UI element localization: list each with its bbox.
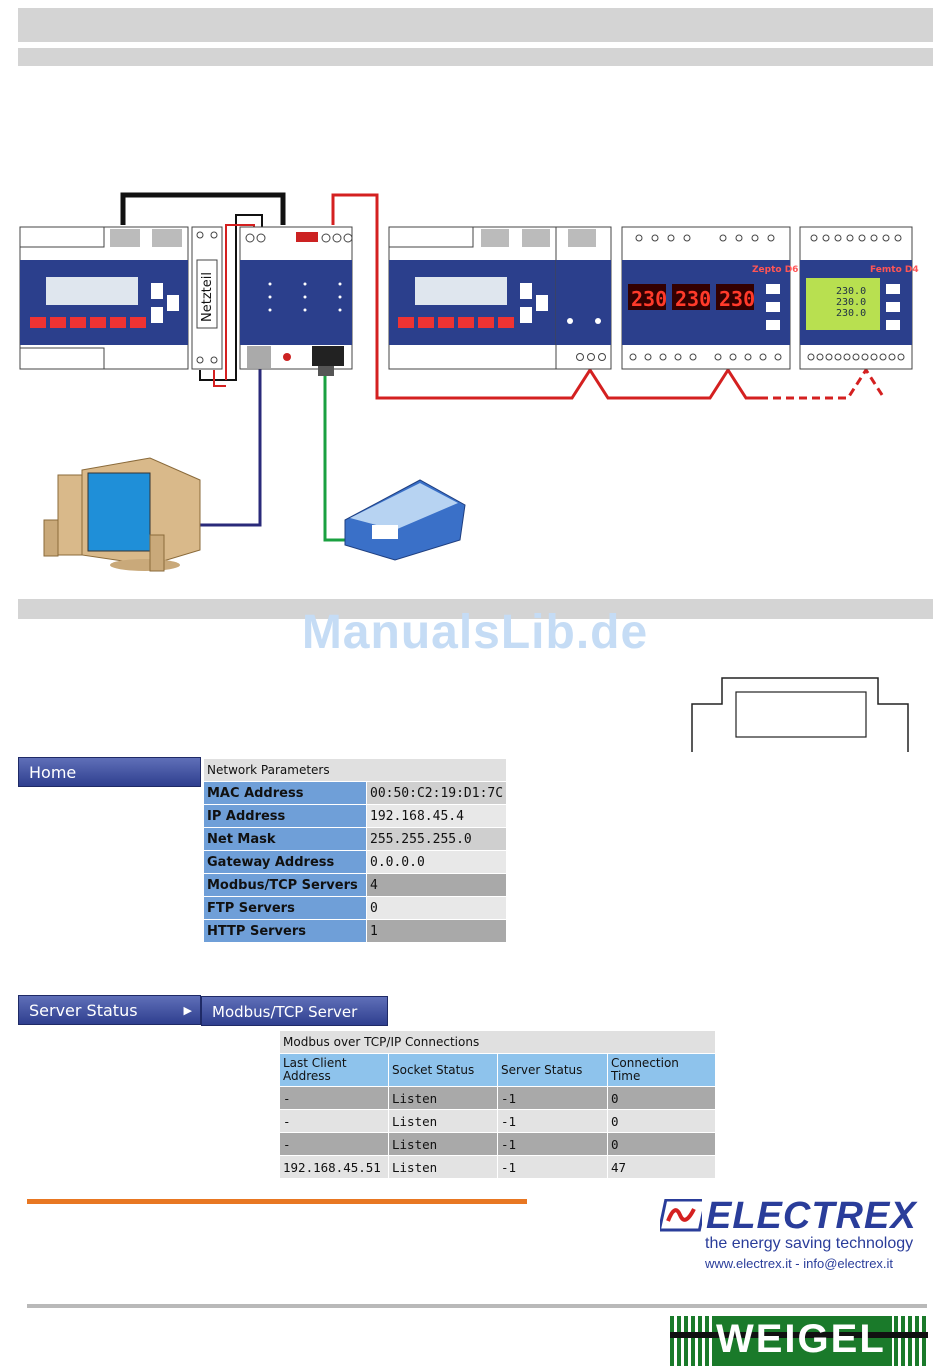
electrex-name: ELECTREX <box>706 1195 917 1237</box>
cell: 192.168.45.51 <box>279 1155 389 1179</box>
param-label: HTTP Servers <box>203 919 367 943</box>
cell: - <box>279 1132 389 1156</box>
param-label: IP Address <box>203 804 367 828</box>
zepto-display-3: 230 <box>719 287 755 311</box>
power-supply: Netzteil <box>191 226 223 370</box>
column-header-text: Connection Time <box>611 1056 679 1083</box>
orange-divider <box>27 1199 527 1204</box>
cell: - <box>279 1086 389 1110</box>
cell: -1 <box>497 1132 608 1156</box>
wiring-diagram: Netzteil <box>19 192 919 572</box>
cell: -1 <box>497 1086 608 1110</box>
param-value: 0 <box>365 896 508 920</box>
zepto-display-2: 230 <box>675 287 711 311</box>
zepto-d6-device: Zepto D6 230 230 230 <box>621 226 798 370</box>
modbus-connections-table: Modbus over TCP/IP Connections Last Clie… <box>279 1030 716 1179</box>
section-bar <box>18 599 933 619</box>
cell: -1 <box>497 1109 608 1133</box>
cell: 0 <box>607 1109 716 1133</box>
zepto-label: Zepto D6 <box>752 265 798 275</box>
meter-device-2 <box>388 226 612 370</box>
modbus-connections-title: Modbus over TCP/IP Connections <box>279 1030 716 1054</box>
femto-line-1: 230.0 <box>836 286 866 297</box>
zepto-display-1: 230 <box>631 287 667 311</box>
home-menu-button[interactable]: Home <box>18 757 201 787</box>
column-header: Last Client Address <box>279 1053 389 1087</box>
femto-line-3: 230.0 <box>836 308 866 319</box>
connector-outline <box>691 677 909 752</box>
param-value: 255.255.255.0 <box>365 827 508 851</box>
computer-illustration <box>43 457 201 572</box>
electrex-website[interactable]: www.electrex.it - info@electrex.it <box>705 1256 894 1271</box>
column-header: Connection Time <box>607 1053 716 1087</box>
femto-d4-device: Femto D4 230.0 230.0 230.0 <box>799 226 919 370</box>
server-status-menu-button[interactable]: Server Status ▶ <box>18 995 201 1025</box>
param-value: 0.0.0.0 <box>365 850 508 874</box>
cell: 0 <box>607 1086 716 1110</box>
weigel-name: WEIGEL <box>716 1317 886 1361</box>
param-value: 1 <box>365 919 508 943</box>
column-header-text: Last Client Address <box>283 1056 347 1083</box>
column-header-text: Server Status <box>501 1062 583 1077</box>
subheader-bar <box>18 48 933 66</box>
param-value: 4 <box>365 873 508 897</box>
electrex-logo-icon <box>660 1199 702 1232</box>
param-label: Net Mask <box>203 827 367 851</box>
cell: - <box>279 1109 389 1133</box>
param-label: Modbus/TCP Servers <box>203 873 367 897</box>
weigel-logo <box>670 1316 928 1366</box>
psu-label: Netzteil <box>200 272 215 322</box>
electrex-tagline: the energy saving technology <box>705 1235 914 1252</box>
network-parameters-title: Network Parameters <box>202 758 508 782</box>
femto-label: Femto D4 <box>870 265 919 275</box>
param-label: MAC Address <box>203 781 367 805</box>
meter-device-1 <box>19 226 189 370</box>
cell: 0 <box>607 1132 716 1156</box>
watermark: ManualsLib.de <box>301 606 649 659</box>
param-value: 192.168.45.4 <box>365 804 508 828</box>
column-header: Socket Status <box>388 1053 498 1087</box>
param-label: Gateway Address <box>203 850 367 874</box>
cell: -1 <box>497 1155 608 1179</box>
column-header-text: Socket Status <box>392 1062 475 1077</box>
server-status-label: Server Status <box>29 1001 138 1020</box>
param-label: FTP Servers <box>203 896 367 920</box>
chevron-right-icon: ▶ <box>183 1004 192 1017</box>
cell: Listen <box>388 1132 498 1156</box>
gateway-device <box>239 226 353 376</box>
cell: Listen <box>388 1155 498 1179</box>
cell: Listen <box>388 1086 498 1110</box>
header-bar <box>18 8 933 42</box>
modem-illustration <box>344 479 466 561</box>
param-value: 00:50:C2:19:D1:7C <box>365 781 508 805</box>
cell: Listen <box>388 1109 498 1133</box>
column-header: Server Status <box>497 1053 608 1087</box>
modbus-tcp-server-menu-item[interactable]: Modbus/TCP Server <box>201 996 388 1026</box>
footer-divider <box>27 1304 927 1308</box>
cell: 47 <box>607 1155 716 1179</box>
femto-line-2: 230.0 <box>836 297 866 308</box>
